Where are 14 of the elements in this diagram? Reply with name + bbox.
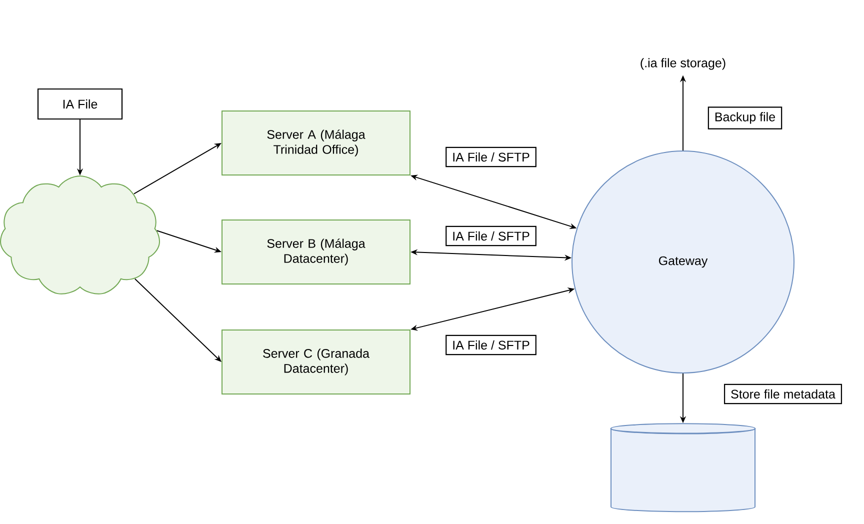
database-cylinder [610, 423, 756, 512]
edge-label: Backup file [708, 106, 782, 130]
server-box: Server B (Málaga Datacenter) [222, 220, 410, 284]
edge-label: IA File / SFTP [446, 226, 536, 246]
cloud-shape [0, 176, 160, 294]
edge-label: Store file metadata [724, 384, 842, 404]
file-box: IA File [37, 88, 123, 120]
edge-label: IA File / SFTP [446, 146, 536, 168]
edge-label: IA File / SFTP [446, 334, 536, 356]
arrow [134, 278, 222, 362]
server-box: Server C (Granada Datacenter) [222, 329, 410, 394]
storage-label: (.ia file storage) [640, 58, 726, 70]
circle-node: Gateway [572, 150, 794, 374]
server-box: Server A (Málaga Trinidad Office) [222, 110, 410, 176]
